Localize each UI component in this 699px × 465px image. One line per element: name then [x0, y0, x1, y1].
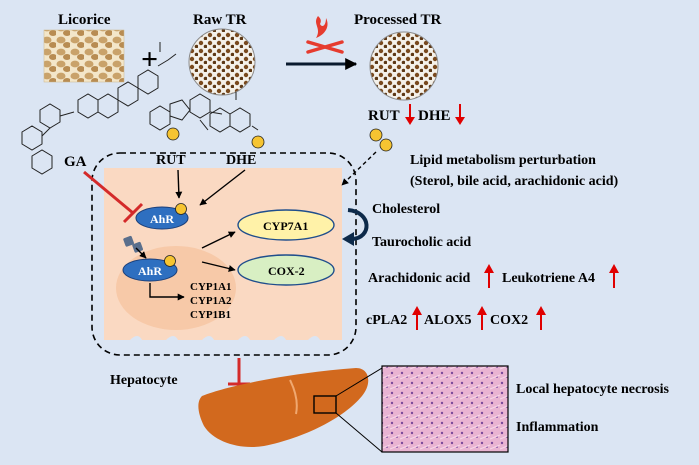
- cyp7a1-node: [237, 209, 335, 241]
- red-up-arrow-icon: [536, 306, 546, 330]
- arachidonic-label: Arachidonic acid: [368, 271, 470, 286]
- lipid-line2: (Sterol, bile acid, arachidonic acid): [410, 174, 619, 189]
- cyp1a2-label: CYP1A2: [190, 295, 232, 307]
- conversion-curve: [347, 208, 369, 241]
- liver-shape: [198, 368, 369, 448]
- processed-tr-image: [369, 31, 439, 101]
- ligand-dot-icon: [164, 255, 176, 267]
- ahr-to-cyp1-arrow: [149, 283, 185, 301]
- cox2-node: [237, 254, 335, 286]
- ligand-dot-icon: [369, 128, 383, 142]
- translocation-arrow: [135, 247, 147, 259]
- zoom-line-bottom: [335, 412, 383, 453]
- red-up-arrow-icon: [609, 264, 619, 288]
- raw-tr-label: Raw TR: [193, 12, 247, 28]
- cyp1a1-label: CYP1A1: [190, 281, 232, 293]
- fire-icon: [306, 16, 344, 54]
- dhe-to-ahr-arrow: [199, 169, 246, 206]
- plus-sign: +: [141, 43, 158, 76]
- cholesterol-label: Cholesterol: [372, 202, 440, 217]
- necrosis-label: Local hepatocyte necrosis: [516, 382, 669, 397]
- ligand-entry-arrow: [341, 151, 377, 186]
- zoom-box: [313, 395, 337, 414]
- dhe-decrease-label: DHE: [418, 108, 451, 124]
- ahr-nucleus-label: AhR: [138, 264, 162, 278]
- red-up-arrow-icon: [412, 306, 422, 330]
- leukotriene-label: Leukotriene A4: [502, 271, 595, 286]
- raw-tr-image: [188, 28, 256, 96]
- conversion-arrowhead: [342, 232, 354, 246]
- ga-inhibition-bar: [122, 202, 144, 224]
- cox2-enzyme-label: COX2: [490, 313, 528, 328]
- rut-label: RUT: [156, 153, 186, 168]
- ahr-nucleus: [122, 258, 178, 282]
- histology-image: [381, 365, 509, 453]
- zoom-line-top: [335, 367, 383, 397]
- ga-inhibition-line: [83, 170, 134, 215]
- cyp1b1-label: CYP1B1: [190, 309, 231, 321]
- ahr-cytoplasm: [135, 206, 189, 230]
- ligand-dot-icon: [379, 138, 393, 152]
- taurocholic-label: Taurocholic acid: [372, 235, 471, 250]
- inflammation-label: Inflammation: [516, 420, 599, 435]
- hepatocyte-label: Hepatocyte: [110, 373, 178, 388]
- red-down-arrow-icon: [455, 104, 465, 125]
- processed-tr-label: Processed TR: [354, 12, 442, 28]
- ahr-to-cyp7a1-arrow: [201, 231, 236, 249]
- red-up-arrow-icon: [484, 264, 494, 288]
- licorice-image: [43, 29, 125, 83]
- rut-decrease-label: RUT: [368, 108, 400, 124]
- nuclear-pore-icon: [123, 235, 143, 253]
- hepatocyte-boundary: [91, 152, 357, 356]
- ga-label: GA: [64, 154, 87, 170]
- ligand-dot-icon: [251, 135, 265, 149]
- cox2-node-label: COX-2: [268, 264, 305, 278]
- lipid-line1: Lipid metabolism perturbation: [410, 153, 596, 168]
- ligand-dot-icon: [166, 127, 180, 141]
- ligand-dot-icon: [175, 203, 187, 215]
- licorice-label: Licorice: [58, 12, 111, 28]
- red-down-arrow-icon: [405, 104, 415, 125]
- chemical-structures: [21, 42, 259, 175]
- alox5-label: ALOX5: [424, 313, 471, 328]
- red-up-arrow-icon: [477, 306, 487, 330]
- cpla2-label: cPLA2: [366, 313, 407, 328]
- rut-to-ahr-arrow: [175, 169, 183, 199]
- cyp7a1-label: CYP7A1: [263, 219, 308, 233]
- ahr-cytoplasm-label: AhR: [150, 212, 174, 226]
- liver-lobe-line: [289, 379, 298, 415]
- dhe-label: DHE: [226, 153, 256, 168]
- ahr-to-cox2-arrow: [201, 261, 236, 272]
